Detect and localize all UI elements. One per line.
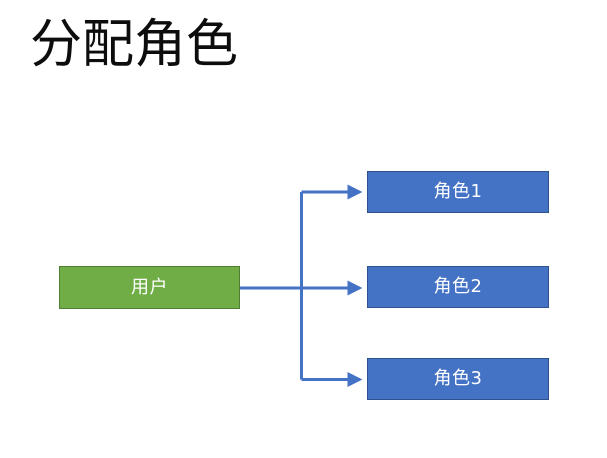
node-role-1-label: 角色1: [433, 181, 483, 202]
node-role-3-label: 角色3: [433, 368, 483, 389]
page-title: 分配角色: [30, 15, 239, 75]
node-role-3[interactable]: 角色3: [367, 358, 549, 400]
node-role-2[interactable]: 角色2: [367, 266, 549, 308]
node-role-1[interactable]: 角色1: [367, 171, 549, 213]
node-user[interactable]: 用户: [59, 266, 240, 309]
node-role-2-label: 角色2: [433, 276, 483, 297]
node-user-label: 用户: [131, 276, 168, 298]
